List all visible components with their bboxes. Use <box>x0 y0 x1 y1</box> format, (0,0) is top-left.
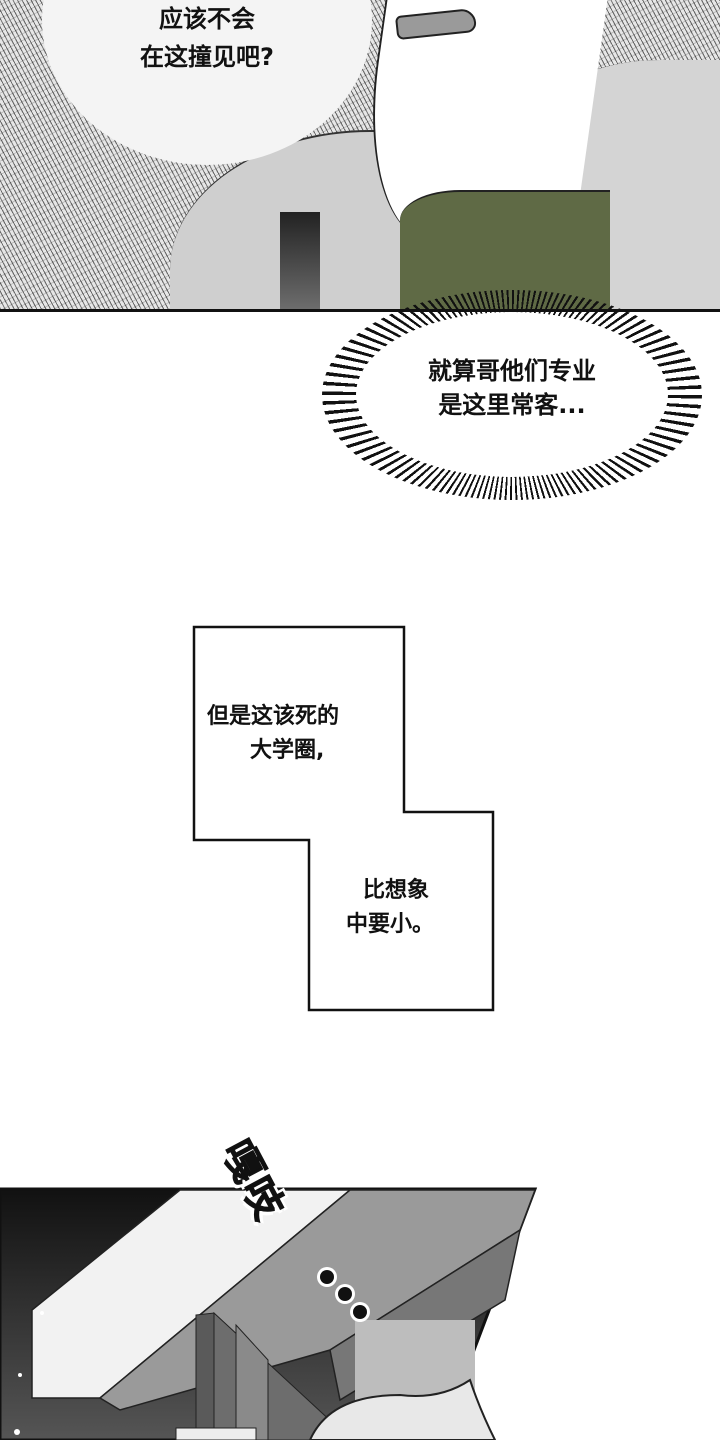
green-shirt <box>400 190 610 309</box>
bubble-1-line-1: 应该不会 <box>159 5 255 33</box>
sfx-dot <box>320 1270 334 1284</box>
bubble-2-line-2: 是这里常客... <box>438 391 586 419</box>
caption-line-1: 但是这该死的 <box>207 704 340 729</box>
bag-strap <box>280 212 320 309</box>
caption-line-2: 大学圈, <box>250 738 325 763</box>
bubble-1-line-2: 在这撞见吧? <box>140 43 274 71</box>
sfx-dot <box>353 1305 367 1319</box>
thought-bubble-2: 就算哥他们专业 是这里常客... <box>322 290 702 500</box>
bubble-1-text: 应该不会 在这撞见吧? <box>42 0 372 76</box>
caption-line-4: 中要小。 <box>346 912 435 937</box>
panel-1: 应该不会 在这撞见吧? <box>0 0 720 312</box>
bubble-2-text: 就算哥他们专业 是这里常客... <box>356 354 668 422</box>
sfx-dot <box>338 1287 352 1301</box>
bubble-2-body: 就算哥他们专业 是这里常客... <box>356 312 668 477</box>
bubble-2-line-1: 就算哥他们专业 <box>428 357 596 385</box>
caption-line-3: 比想象 <box>363 878 430 903</box>
